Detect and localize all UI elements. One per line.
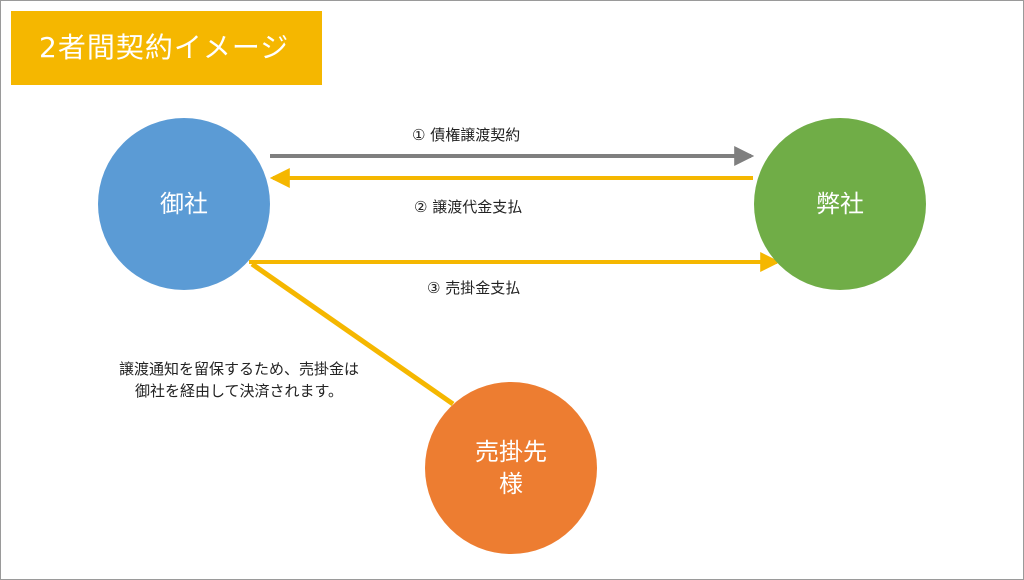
- node-customer: 売掛先 様: [425, 382, 597, 554]
- arrow-transfer-payment-label: ② 譲渡代金支払: [414, 198, 523, 216]
- node-heisha-label: 弊社: [816, 189, 864, 218]
- slide-title: 2者間契約イメージ: [11, 11, 322, 85]
- line-customer-to-onsha: [250, 261, 455, 407]
- arrow-contract-label: ① 債権譲渡契約: [412, 126, 521, 144]
- settlement-note: 譲渡通知を留保するため、売掛金は 御社を経由して決済されます。: [89, 358, 389, 402]
- node-customer-label-line1: 売掛先: [475, 437, 547, 466]
- node-heisha: 弊社: [754, 118, 926, 290]
- node-onsha-label: 御社: [160, 189, 208, 218]
- node-customer-label-line2: 様: [499, 470, 523, 498]
- settlement-note-line2: 御社を経由して決済されます。: [134, 382, 344, 400]
- node-onsha: 御社: [98, 118, 270, 290]
- settlement-note-line1: 譲渡通知を留保するため、売掛金は: [118, 360, 359, 378]
- arrow-receivable-payment-label: ③ 売掛金支払: [427, 279, 521, 297]
